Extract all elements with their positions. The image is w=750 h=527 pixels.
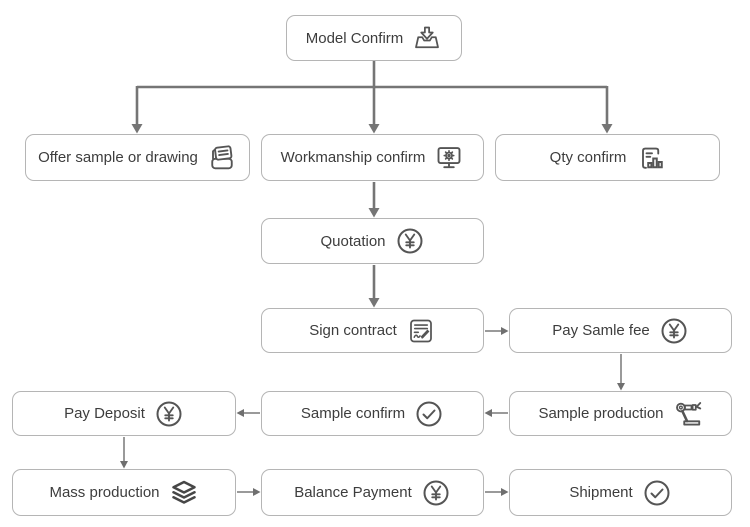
robot-arm-icon — [673, 399, 703, 429]
node-pay-sample-fee: Pay Samle fee — [509, 308, 732, 353]
node-label: Quotation — [320, 232, 386, 250]
node-label: Mass production — [49, 484, 160, 501]
node-label: Pay Deposit — [64, 405, 145, 422]
node-workmanship-confirm: Workmanship confirm — [261, 134, 484, 181]
printer-document-icon — [207, 143, 237, 173]
node-shipment: Shipment — [509, 469, 732, 516]
node-label: Offer sample or drawing — [38, 149, 198, 166]
contract-signature-icon — [406, 316, 436, 346]
node-label: Balance Payment — [294, 484, 412, 501]
download-tray-icon — [412, 23, 442, 53]
node-sample-production: Sample production — [509, 391, 732, 436]
node-balance-payment: Balance Payment — [261, 469, 484, 516]
layers-icon — [169, 478, 199, 508]
node-label: Pay Samle fee — [552, 322, 650, 339]
yuan-circle-icon — [421, 478, 451, 508]
node-qty-confirm: Qty confirm — [495, 134, 720, 181]
check-circle-icon — [414, 399, 444, 429]
yuan-circle-icon — [154, 399, 184, 429]
node-quotation: Quotation — [261, 218, 484, 264]
node-label: Qty confirm — [549, 149, 627, 166]
document-bar-chart-icon — [635, 143, 665, 173]
node-mass-production: Mass production — [12, 469, 236, 516]
yuan-circle-icon — [659, 316, 689, 346]
node-label: Model Confirm — [305, 29, 404, 47]
node-sample-confirm: Sample confirm — [261, 391, 484, 436]
node-label: Sample production — [538, 405, 664, 422]
check-circle-icon — [642, 478, 672, 508]
node-label: Workmanship confirm — [280, 149, 426, 166]
thick-connectors — [131, 61, 613, 308]
node-label: Shipment — [569, 484, 633, 501]
monitor-gear-icon — [434, 143, 464, 173]
node-label: Sample confirm — [300, 405, 406, 422]
thin-connectors — [120, 327, 625, 496]
node-offer-sample-or-drawing: Offer sample or drawing — [25, 134, 250, 181]
node-label: Sign contract — [309, 322, 397, 339]
yuan-circle-icon — [395, 226, 425, 256]
node-sign-contract: Sign contract — [261, 308, 484, 353]
node-model-confirm: Model Confirm — [286, 15, 462, 61]
node-pay-deposit: Pay Deposit — [12, 391, 236, 436]
